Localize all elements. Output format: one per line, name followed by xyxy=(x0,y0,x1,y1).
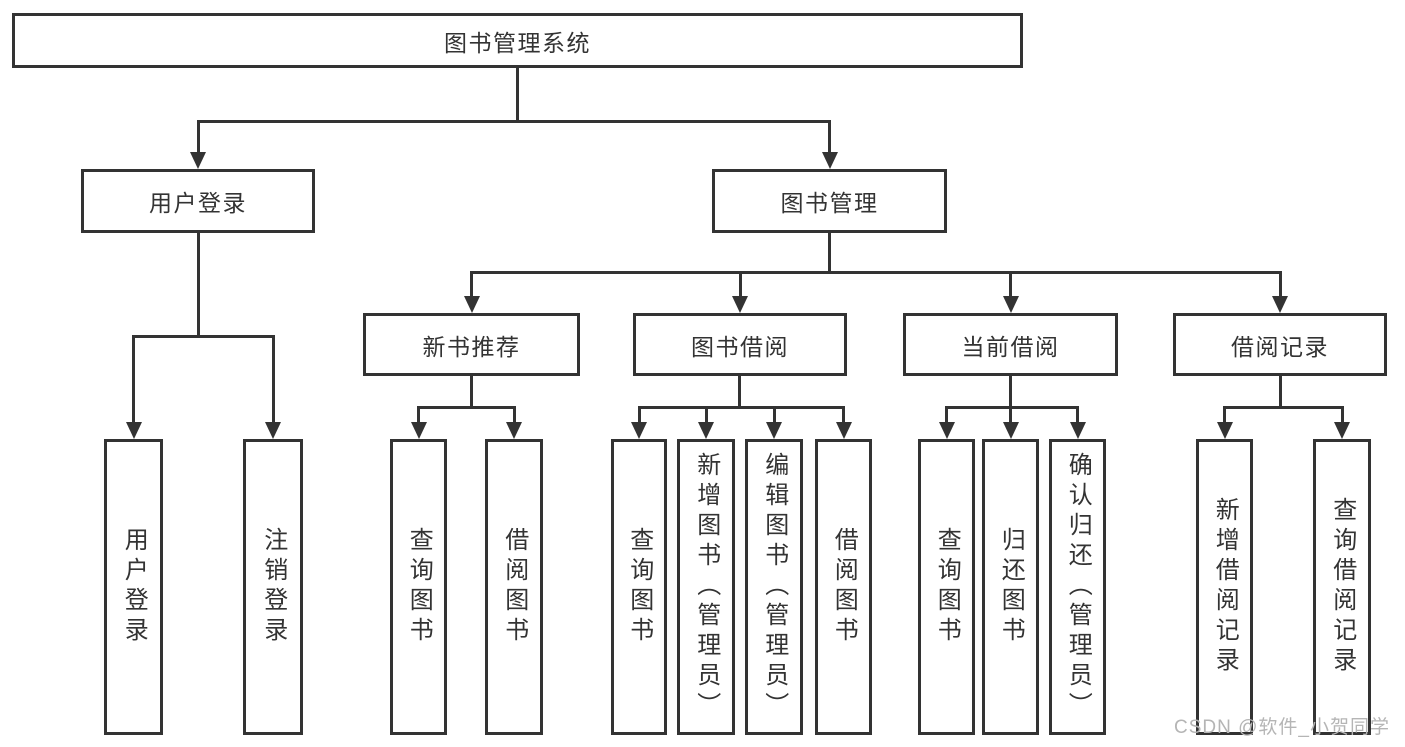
connector-arrowhead xyxy=(265,422,281,439)
connector-line xyxy=(638,406,641,423)
connector-line xyxy=(197,120,831,123)
watermark: CSDN @软件_小贺同学 xyxy=(1174,717,1390,738)
connector-line xyxy=(272,335,275,423)
connector-line xyxy=(842,406,845,423)
leaf-label: 查询图书 xyxy=(405,527,433,647)
leaf-logout: 注销登录 xyxy=(243,439,303,735)
connector-line xyxy=(1009,271,1012,297)
connector-arrowhead xyxy=(1334,422,1350,439)
leaf-label: 用户登录 xyxy=(120,527,148,647)
connector-line xyxy=(945,406,1079,409)
connector-line xyxy=(470,271,1282,274)
connector-arrowhead xyxy=(126,422,142,439)
connector-arrowhead xyxy=(506,422,522,439)
connector-line xyxy=(132,335,135,423)
leaf-borrow-books: 借阅图书 xyxy=(815,439,872,735)
connector-line xyxy=(197,233,200,335)
connector-line xyxy=(738,376,741,406)
connector-arrowhead xyxy=(190,152,206,169)
connector-line xyxy=(417,406,516,409)
connector-line xyxy=(1279,271,1282,297)
connector-line xyxy=(945,406,948,423)
leaf-label: 注销登录 xyxy=(259,527,287,647)
node-book-management: 图书管理 xyxy=(712,169,947,233)
connector-arrowhead xyxy=(1217,422,1233,439)
connector-line xyxy=(1341,406,1344,423)
node-new-book-recommend: 新书推荐 xyxy=(363,313,580,376)
connector-line xyxy=(470,376,473,406)
connector-arrowhead xyxy=(939,422,955,439)
leaf-borrow-books-recommend: 借阅图书 xyxy=(485,439,543,735)
connector-line xyxy=(1223,406,1226,423)
connector-arrowhead xyxy=(732,296,748,313)
connector-arrowhead xyxy=(631,422,647,439)
connector-line xyxy=(516,68,519,120)
connector-arrowhead xyxy=(1272,296,1288,313)
connector-arrowhead xyxy=(836,422,852,439)
connector-arrowhead xyxy=(698,422,714,439)
connector-line xyxy=(1223,406,1343,409)
leaf-add-borrow-record: 新增借阅记录 xyxy=(1196,439,1253,735)
connector-line xyxy=(197,120,200,153)
connector-line xyxy=(470,271,473,297)
connector-line xyxy=(828,120,831,153)
leaf-label: 查询图书 xyxy=(625,527,653,647)
leaf-label: 借阅图书 xyxy=(500,527,528,647)
connector-line xyxy=(132,335,275,338)
node-library-management-system: 图书管理系统 xyxy=(12,13,1023,68)
connector-line xyxy=(1279,376,1282,406)
connector-line xyxy=(739,271,742,297)
node-book-borrowing: 图书借阅 xyxy=(633,313,847,376)
leaf-query-books-recommend: 查询图书 xyxy=(390,439,447,735)
connector-arrowhead xyxy=(1070,422,1086,439)
leaf-label: 新增图书（管理员） xyxy=(692,452,720,722)
leaf-user-login: 用户登录 xyxy=(104,439,163,735)
leaf-add-book-admin: 新增图书（管理员） xyxy=(677,439,735,735)
leaf-query-borrow-record: 查询借阅记录 xyxy=(1313,439,1371,735)
connector-line xyxy=(638,406,845,409)
connector-arrowhead xyxy=(822,152,838,169)
connector-line xyxy=(705,406,708,423)
leaf-query-books-current: 查询图书 xyxy=(918,439,975,735)
connector-line xyxy=(417,406,420,423)
node-borrowing-records: 借阅记录 xyxy=(1173,313,1387,376)
connector-line xyxy=(1009,376,1012,406)
leaf-edit-book-admin: 编辑图书（管理员） xyxy=(745,439,803,735)
node-user-login: 用户登录 xyxy=(81,169,315,233)
connector-arrowhead xyxy=(1003,296,1019,313)
leaf-return-book: 归还图书 xyxy=(982,439,1039,735)
connector-arrowhead xyxy=(766,422,782,439)
node-current-borrowing: 当前借阅 xyxy=(903,313,1118,376)
connector-arrowhead xyxy=(1003,422,1019,439)
leaf-label: 归还图书 xyxy=(997,527,1025,647)
connector-line xyxy=(513,406,516,423)
leaf-confirm-return-admin: 确认归还（管理员） xyxy=(1049,439,1106,735)
connector-arrowhead xyxy=(411,422,427,439)
leaf-query-books-borrowing: 查询图书 xyxy=(611,439,667,735)
leaf-label: 借阅图书 xyxy=(830,527,858,647)
leaf-label: 新增借阅记录 xyxy=(1211,497,1239,677)
leaf-label: 确认归还（管理员） xyxy=(1064,452,1092,722)
connector-line xyxy=(1076,406,1079,423)
connector-arrowhead xyxy=(464,296,480,313)
connector-line xyxy=(1009,406,1012,423)
leaf-label: 查询借阅记录 xyxy=(1328,497,1356,677)
leaf-label: 查询图书 xyxy=(933,527,961,647)
leaf-label: 编辑图书（管理员） xyxy=(760,452,788,722)
connector-line xyxy=(773,406,776,423)
connector-line xyxy=(828,233,831,271)
